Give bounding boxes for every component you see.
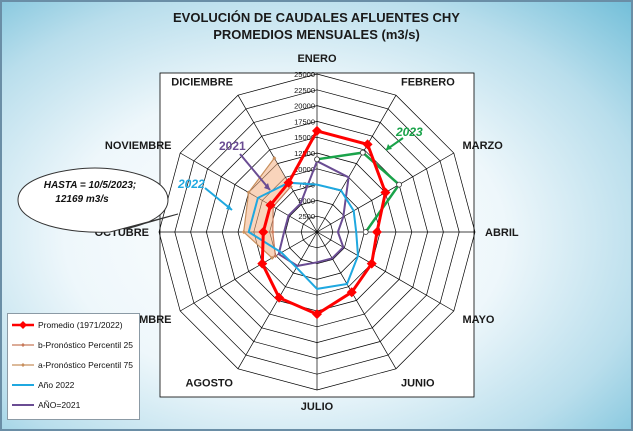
tick-label: 22500 — [294, 86, 315, 95]
arrow-2021 — [239, 153, 271, 191]
series-marker — [273, 254, 278, 259]
series-marker — [265, 200, 276, 211]
grid-spoke — [316, 95, 397, 233]
series-marker — [362, 229, 369, 235]
legend-item-2022: Año 2022 — [12, 378, 74, 392]
legend-item-p25: b-Pronóstico Percentil 25 — [12, 338, 133, 352]
series-marker — [312, 309, 322, 320]
month-label: ENERO — [297, 53, 337, 65]
series-line — [247, 181, 360, 290]
series-marker — [246, 190, 251, 195]
arrow-2022-head — [226, 204, 232, 210]
legend: Promedio (1971/2022) b-Pronóstico Percen… — [7, 313, 140, 420]
series-marker — [270, 255, 275, 260]
label-2022: 2022 — [177, 177, 205, 191]
series-marker — [270, 230, 275, 234]
tick-label: 17500 — [294, 117, 315, 126]
month-label: NOVIEMBRE — [105, 140, 172, 152]
series-marker — [312, 125, 322, 136]
series-marker — [362, 139, 373, 150]
month-label: MAYO — [463, 314, 495, 326]
month-label: FEBRERO — [401, 76, 455, 88]
grid-spoke — [316, 231, 454, 312]
series-marker — [346, 287, 357, 298]
percentile-band — [243, 158, 291, 258]
chart-title-line2: PROMEDIOS MENSUALES (m3/s) — [213, 27, 420, 42]
series-marker — [272, 156, 277, 161]
series-marker — [359, 149, 366, 156]
series-marker — [380, 187, 391, 198]
legend-swatch-2021 — [12, 404, 34, 406]
grid-spoke — [237, 95, 318, 233]
tick-label: 15000 — [294, 133, 315, 142]
series-marker — [274, 292, 285, 303]
series-line — [272, 186, 292, 257]
legend-label-promedio: Promedio (1971/2022) — [38, 320, 123, 330]
legend-swatch-p75 — [12, 363, 34, 367]
series-marker — [241, 230, 246, 234]
callout-bubble — [17, 167, 179, 233]
tick-label: 10000 — [294, 165, 315, 174]
month-label: AGOSTO — [186, 378, 234, 390]
series-marker — [314, 156, 320, 163]
legend-item-2021: AÑO=2021 — [12, 398, 80, 412]
legend-label-2022: Año 2022 — [38, 380, 75, 390]
series-marker — [283, 177, 294, 188]
series-line — [277, 160, 350, 267]
legend-swatch-p25 — [12, 343, 34, 347]
label-2023: 2023 — [395, 125, 423, 139]
series-layer — [241, 125, 403, 320]
series-marker — [257, 258, 268, 269]
month-label: MARZO — [463, 140, 504, 152]
legend-item-p75: a-Pronóstico Percentil 75 — [12, 358, 133, 372]
tick-label: 25000 — [294, 70, 315, 79]
legend-label-p75: a-Pronóstico Percentil 75 — [38, 360, 133, 370]
callout-text-line1: HASTA = 10/5/2023; — [44, 180, 137, 191]
tick-label: 20000 — [294, 102, 315, 111]
legend-item-promedio: Promedio (1971/2022) — [12, 318, 123, 332]
tick-label: 7500 — [298, 181, 315, 190]
month-label: ABRIL — [485, 227, 519, 239]
month-label: DICIEMBRE — [171, 76, 233, 88]
arrow-2021-head — [264, 183, 270, 190]
grid-spoke — [180, 231, 318, 312]
month-label: JUNIO — [401, 378, 435, 390]
tick-label: 2500 — [298, 212, 315, 221]
chart-title-line1: EVOLUCIÓN DE CAUDALES AFLUENTES CHY — [173, 10, 460, 25]
series-marker — [396, 181, 403, 188]
legend-label-2021: AÑO=2021 — [38, 400, 81, 410]
series-line — [243, 157, 275, 259]
tick-label: 5000 — [298, 196, 315, 205]
month-labels: ENERO FEBRERO MARZO ABRIL MAYO JUNIO JULIO AGOS… — [95, 53, 519, 413]
callout-text-line2: 12169 m3/s — [55, 194, 109, 205]
series-marker — [258, 227, 269, 237]
label-2021: 2021 — [219, 139, 246, 153]
legend-swatch-2022 — [12, 384, 34, 386]
legend-swatch-promedio — [12, 321, 34, 329]
series-marker — [366, 258, 377, 269]
legend-label-p25: b-Pronóstico Percentil 25 — [38, 340, 133, 350]
arrow-2022 — [204, 187, 233, 211]
series-marker — [372, 227, 383, 237]
month-label: JULIO — [301, 401, 334, 413]
grid-spoke — [316, 231, 397, 369]
arrow-2023-head — [386, 144, 392, 150]
